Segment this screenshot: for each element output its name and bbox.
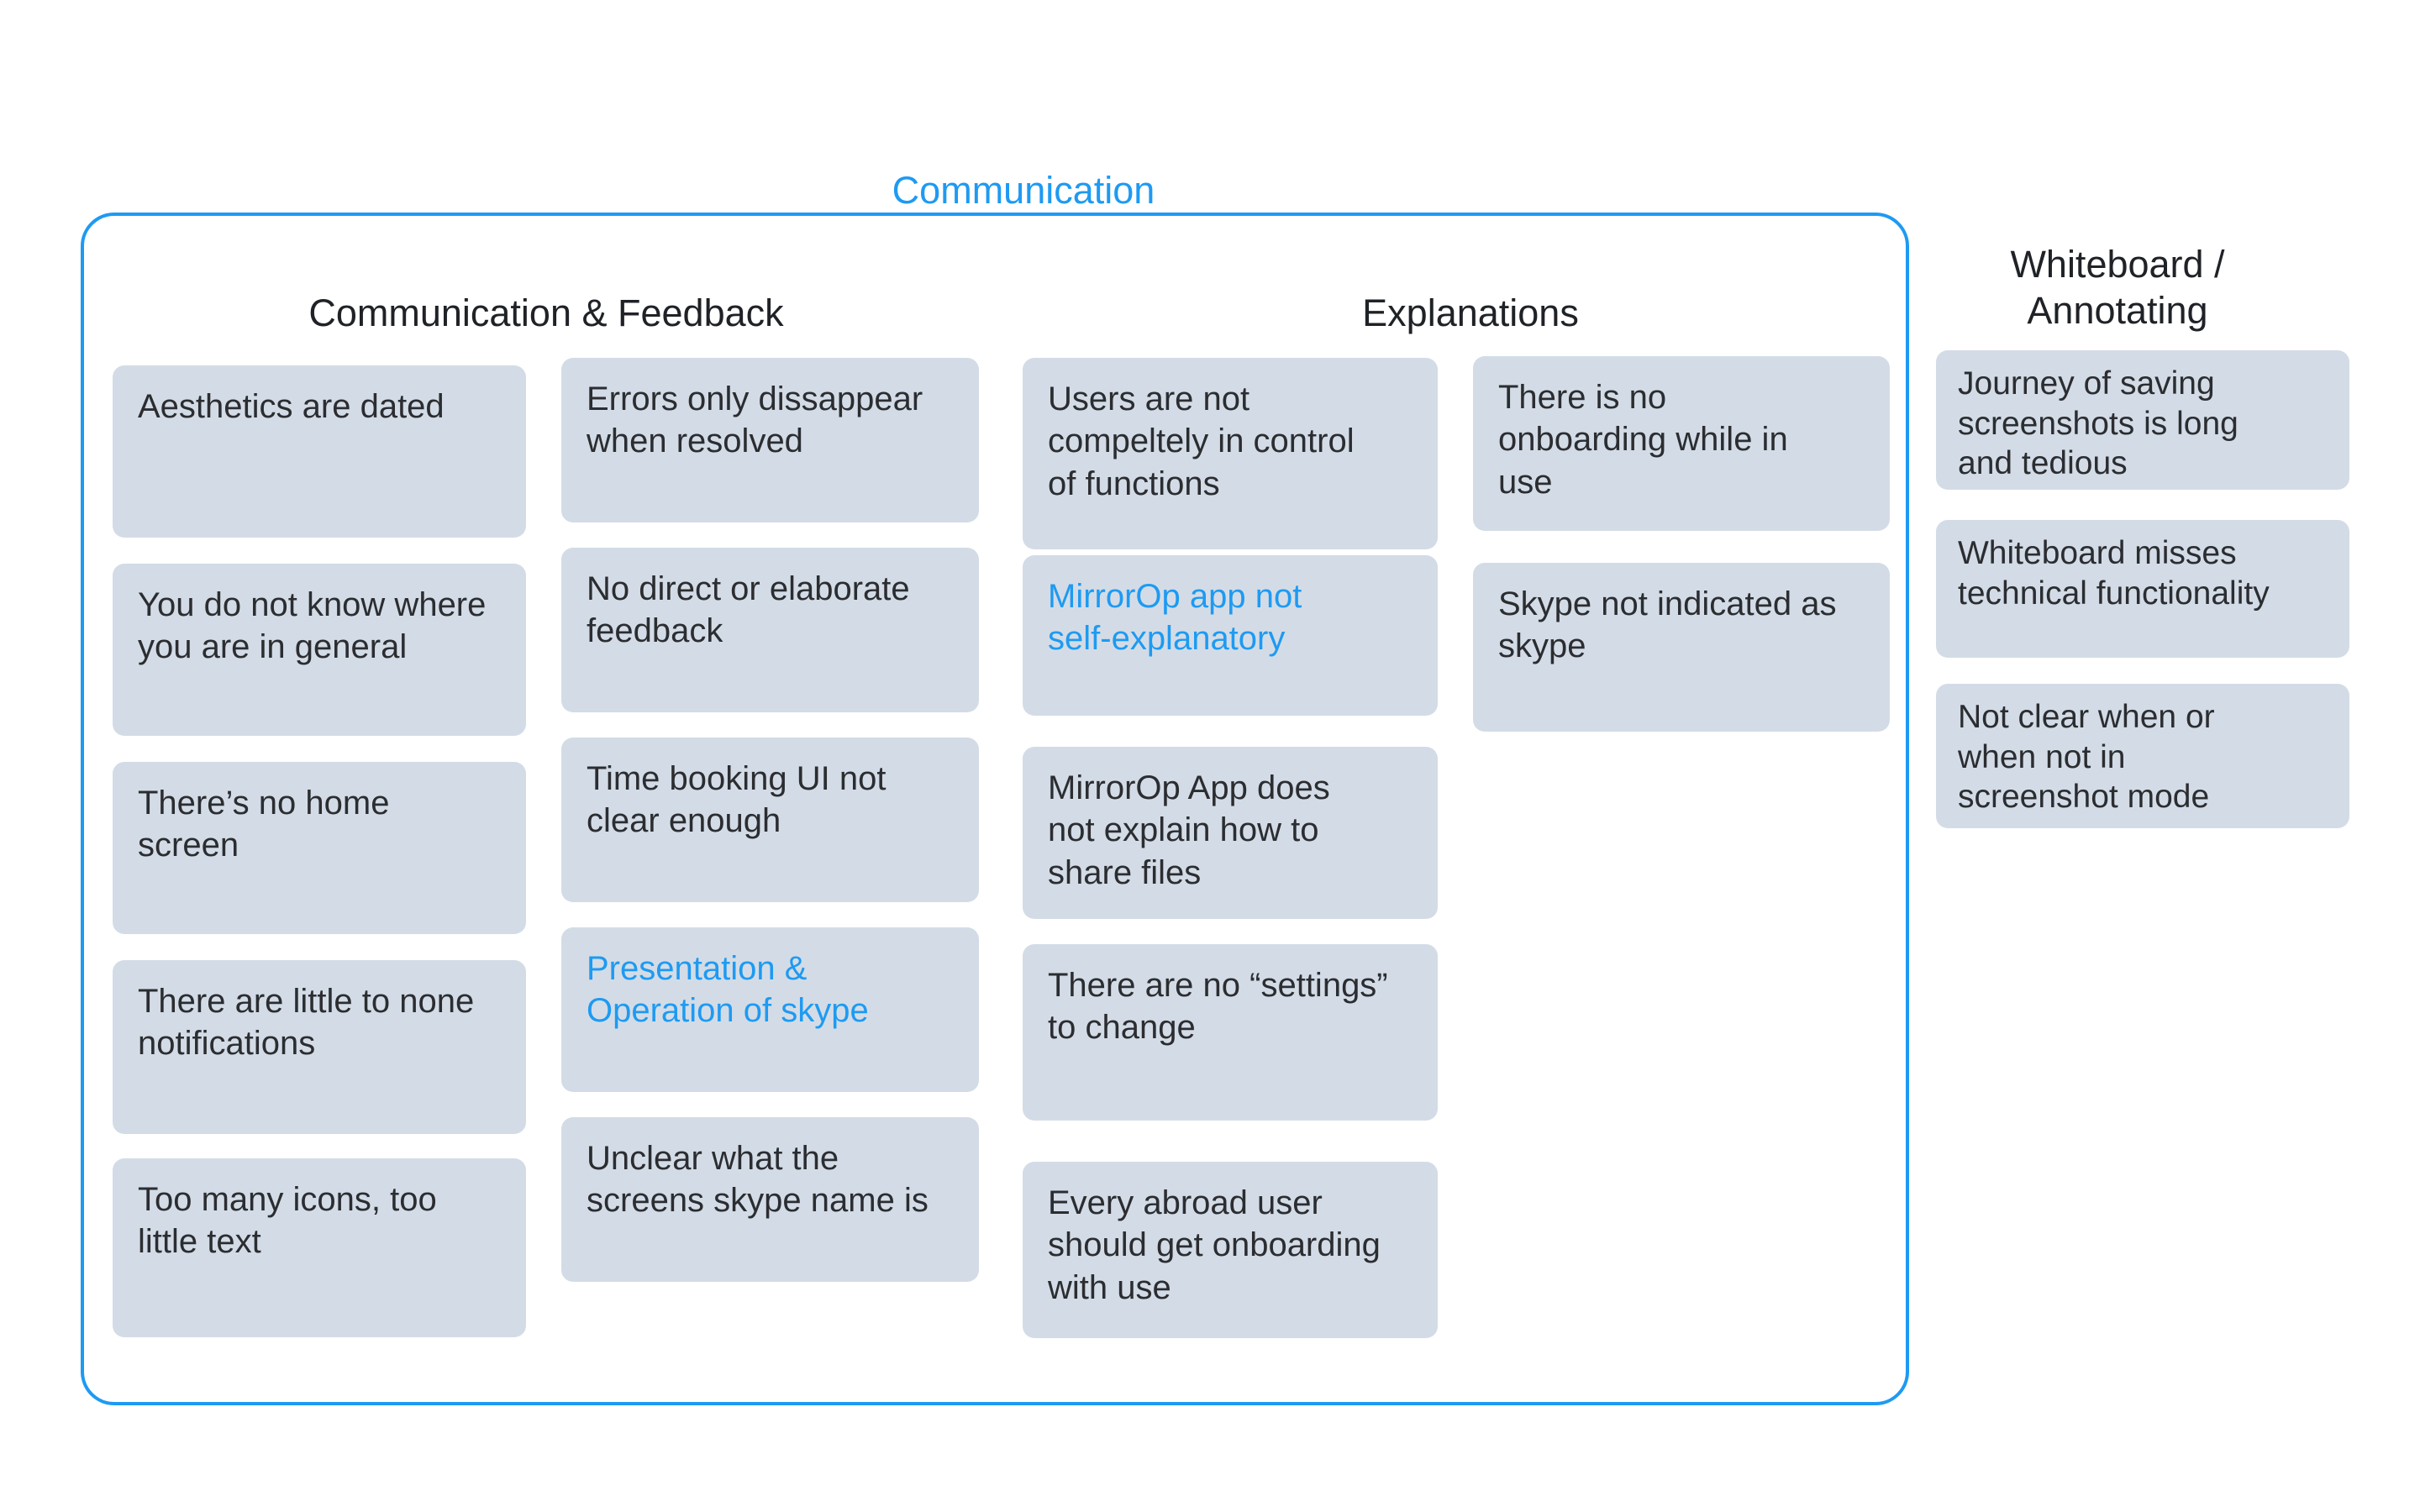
- sticky-note[interactable]: Aesthetics are dated: [113, 365, 526, 538]
- sticky-note[interactable]: There are little to none notifications: [113, 960, 526, 1134]
- communication-section-frame: [81, 213, 1909, 1405]
- section-label-communication: Communication: [892, 169, 1155, 212]
- group-heading-explanations: Explanations: [1362, 291, 1579, 334]
- sticky-note[interactable]: Skype not indicated as skype: [1473, 563, 1890, 732]
- sticky-note[interactable]: You do not know where you are in general: [113, 564, 526, 736]
- sticky-note[interactable]: There’s no home screen: [113, 762, 526, 934]
- sticky-note[interactable]: There are no “settings” to change: [1023, 944, 1438, 1121]
- sticky-note[interactable]: Too many icons, too little text: [113, 1158, 526, 1337]
- sticky-note[interactable]: Journey of saving screenshots is long an…: [1936, 350, 2349, 490]
- sticky-note[interactable]: Users are not compeltely in control of f…: [1023, 358, 1438, 549]
- sticky-note[interactable]: No direct or elaborate feedback: [561, 548, 979, 712]
- group-heading-whiteboard-annotating: Whiteboard / Annotating: [2010, 243, 2225, 332]
- sticky-note[interactable]: Unclear what the screens skype name is: [561, 1117, 979, 1282]
- sticky-note-highlighted[interactable]: MirrorOp app not self-explanatory: [1023, 555, 1438, 716]
- sticky-note[interactable]: Time booking UI not clear enough: [561, 738, 979, 902]
- sticky-note[interactable]: MirrorOp App does not explain how to sha…: [1023, 747, 1438, 919]
- sticky-note[interactable]: Whiteboard misses technical functionalit…: [1936, 520, 2349, 658]
- sticky-note[interactable]: Not clear when or when not in screenshot…: [1936, 684, 2349, 828]
- sticky-note[interactable]: Errors only dissappear when resolved: [561, 358, 979, 522]
- sticky-note[interactable]: Every abroad user should get onboarding …: [1023, 1162, 1438, 1338]
- sticky-note-highlighted[interactable]: Presentation & Operation of skype: [561, 927, 979, 1092]
- group-heading-communication-feedback: Communication & Feedback: [308, 291, 784, 334]
- sticky-note[interactable]: There is no onboarding while in use: [1473, 356, 1890, 531]
